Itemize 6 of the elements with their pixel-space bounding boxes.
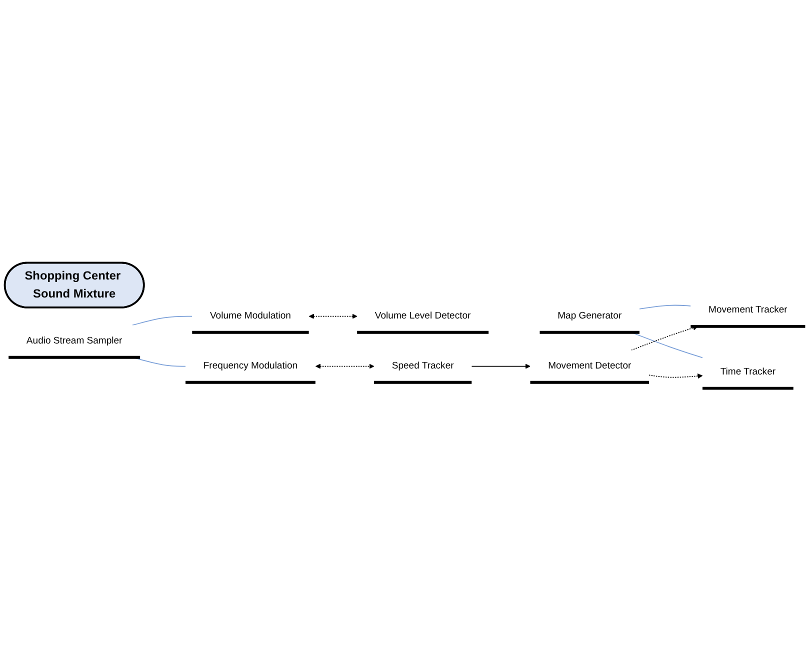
arrow — [308, 314, 358, 319]
arrow — [648, 373, 703, 379]
arrow — [630, 325, 698, 351]
arrow — [315, 364, 374, 369]
arrow — [471, 364, 530, 369]
connector — [639, 304, 692, 310]
